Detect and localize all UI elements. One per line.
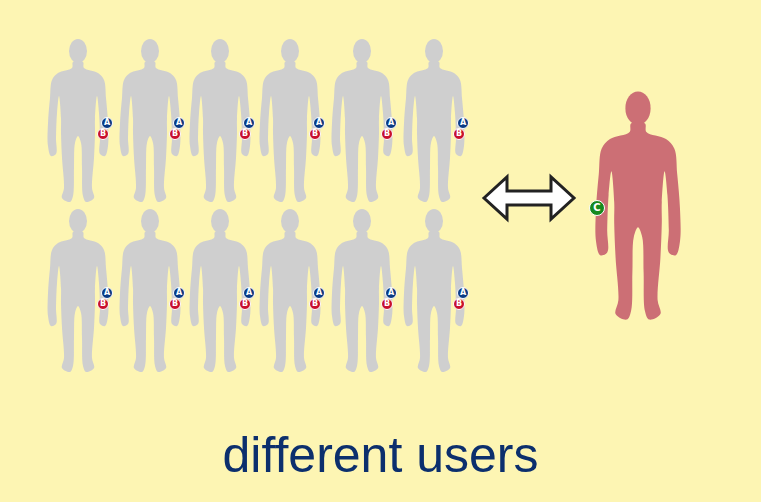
marker-circle: B [239,128,251,140]
people-group [48,39,681,372]
marker-letter: A [460,289,466,297]
person-head [211,209,229,233]
person-body [48,231,109,372]
marker-letter: A [460,119,466,127]
person-body [120,231,181,372]
person-figure [260,39,321,202]
person-body [332,231,393,372]
person-figure [260,209,321,372]
double-arrow [484,177,574,219]
marker-letter: A [316,119,322,127]
marker-circle: B [381,298,393,310]
marker-letter: A [246,289,252,297]
marker-letter: A [104,119,110,127]
person-body [404,231,465,372]
person-body [595,122,680,320]
marker-letter: B [172,300,178,308]
marker-letter: B [456,130,462,138]
person-body [332,61,393,202]
marker-circle: B [309,128,321,140]
marker-circle: B [309,298,321,310]
marker-circle: B [453,128,465,140]
person-figure [404,39,465,202]
person-head [353,39,371,63]
marker-letter: C [593,203,600,213]
person-head [69,209,87,233]
person-figure [595,91,680,319]
marker-letter: B [312,130,318,138]
marker-letter: B [312,300,318,308]
marker-letter: A [316,289,322,297]
marker-letter: B [456,300,462,308]
person-body [260,61,321,202]
person-head [425,39,443,63]
person-head [625,91,650,125]
marker-letter: A [104,289,110,297]
marker-letter: B [100,130,106,138]
marker-circle: B [169,298,181,310]
marker-circle: B [381,128,393,140]
marker-letter: A [176,289,182,297]
person-head [69,39,87,63]
person-figure [332,209,393,372]
marker-circle: B [97,298,109,310]
person-figure [332,39,393,202]
caption: different users [0,428,761,483]
person-figure [190,209,251,372]
person-figure [120,39,181,202]
person-body [404,61,465,202]
person-head [141,39,159,63]
marker-letter: A [388,289,394,297]
marker-letter: B [384,300,390,308]
person-head [353,209,371,233]
person-body [190,231,251,372]
person-figure [120,209,181,372]
marker-circle: B [97,128,109,140]
marker-letter: A [176,119,182,127]
marker-letter: B [242,300,248,308]
marker-letter: A [246,119,252,127]
person-body [120,61,181,202]
marker-circle: B [453,298,465,310]
person-head [141,209,159,233]
person-body [48,61,109,202]
person-body [190,61,251,202]
marker-letter: B [384,130,390,138]
marker-circle: B [239,298,251,310]
person-figure [190,39,251,202]
person-head [281,209,299,233]
person-figure [48,209,109,372]
person-figure [404,209,465,372]
marker-circle: C [589,200,605,216]
person-body [260,231,321,372]
marker-circle: B [169,128,181,140]
person-figure [48,39,109,202]
person-head [425,209,443,233]
marker-letter: A [388,119,394,127]
marker-letter: B [100,300,106,308]
marker-letter: B [172,130,178,138]
person-head [281,39,299,63]
person-head [211,39,229,63]
marker-letter: B [242,130,248,138]
